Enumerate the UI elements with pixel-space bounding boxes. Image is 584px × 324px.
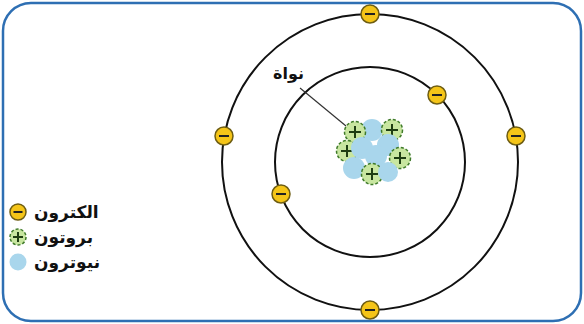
electrons — [215, 5, 525, 319]
legend-row: نيوترون — [8, 252, 100, 272]
leader-line — [300, 88, 346, 126]
legend-text: نيوترون — [34, 252, 100, 272]
electron — [428, 86, 446, 104]
inner-orbit — [275, 67, 465, 257]
outer-orbit — [222, 14, 518, 310]
electron — [272, 185, 290, 203]
neutron-swatch — [8, 252, 28, 272]
proton-swatch — [8, 227, 28, 247]
part-label: نواة — [271, 64, 306, 83]
electron — [507, 127, 525, 145]
electron — [361, 5, 379, 23]
legend-text: بروتون — [34, 227, 93, 247]
legend-row: الكترون — [8, 202, 99, 222]
electron — [215, 127, 233, 145]
electron — [361, 301, 379, 319]
electron-swatch — [8, 202, 28, 222]
legend-text: الكترون — [34, 202, 99, 222]
neutron — [378, 162, 398, 182]
panel-border — [3, 3, 581, 321]
nucleus — [337, 119, 411, 185]
legend-row: بروتون — [8, 227, 93, 247]
